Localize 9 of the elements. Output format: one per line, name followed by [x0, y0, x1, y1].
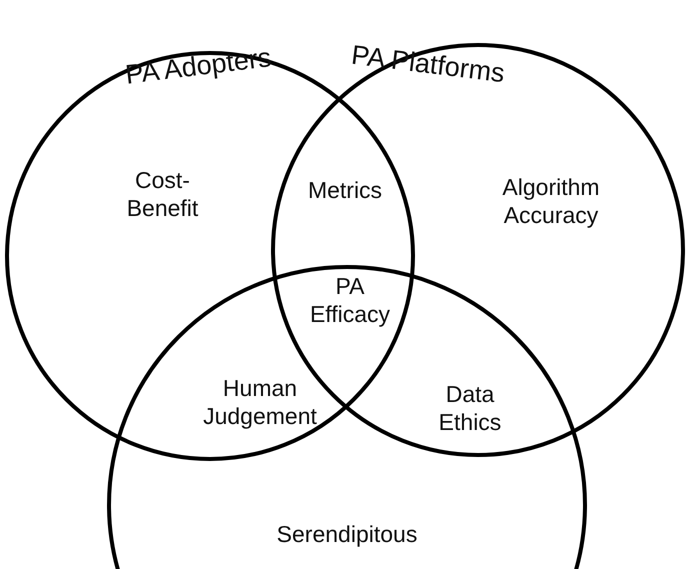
overlap-label: Human Judgement — [202, 374, 318, 430]
overlap-label: Data Ethics — [438, 380, 502, 436]
region-label: Serendipitous — [276, 520, 418, 548]
circle-title: PA Platforms — [350, 40, 506, 90]
region-label: Cost-Benefit — [126, 166, 200, 222]
circle-title: PA Adopters — [124, 42, 273, 91]
overlap-label: Metrics — [306, 176, 384, 204]
overlap-label: PA Efficacy — [308, 272, 392, 328]
region-label: Algorithm Accuracy — [501, 173, 601, 229]
